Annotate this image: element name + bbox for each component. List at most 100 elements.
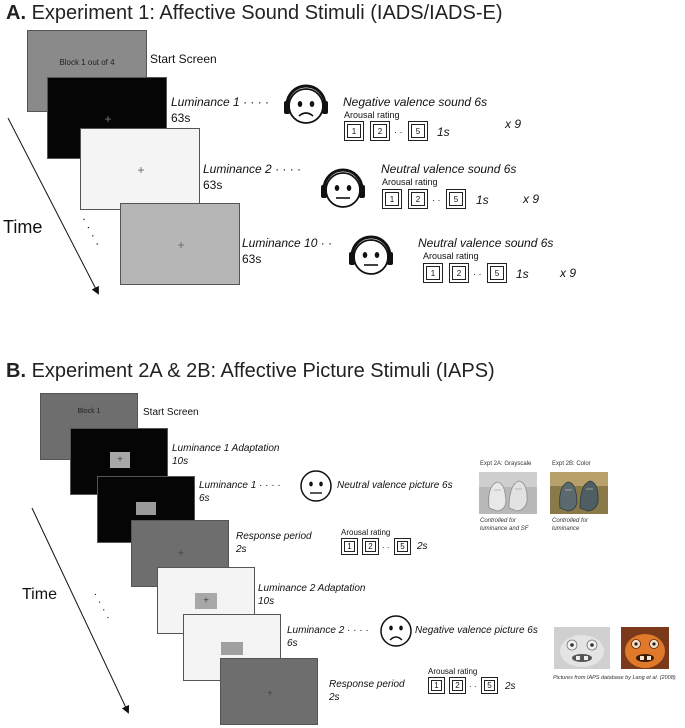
rating-button-2[interactable]: 2: [362, 538, 379, 555]
luminance-name: Luminance 2: [203, 162, 272, 176]
step-duration: 6s: [287, 638, 298, 649]
rating-button-2[interactable]: 2: [370, 121, 390, 141]
luminance-label: Luminance 10 · ·: [242, 236, 332, 250]
rating-button-2[interactable]: 2: [449, 677, 466, 694]
fixation-cross: +: [117, 454, 123, 466]
response-2-screen: +: [220, 658, 318, 725]
step-duration: 2s: [236, 544, 247, 555]
rating-ellipsis: · ·: [394, 127, 403, 137]
repeat-label: x 9: [505, 117, 522, 131]
rating-time: 2s: [417, 541, 428, 552]
leader-dots: · · · ·: [347, 625, 369, 636]
time-label-b: Time: [22, 586, 57, 603]
start-screen-b-text: Block 1: [77, 408, 101, 415]
rating-value: 1: [431, 680, 442, 691]
rating-value: 5: [449, 192, 463, 206]
rating-button-1[interactable]: 1: [423, 263, 443, 283]
step-label: Response period: [329, 679, 405, 690]
rating-value: 2: [373, 124, 387, 138]
arousal-rating-label: Arousal rating: [423, 251, 479, 261]
fixation-cross: +: [203, 595, 209, 607]
rating-time: 2s: [505, 681, 516, 692]
rating-button-5[interactable]: 5: [394, 538, 411, 555]
luminance-name: Luminance 10: [242, 236, 318, 250]
rating-ellipsis: · ·: [382, 543, 390, 552]
step-label: Luminance 2 Adaptation: [258, 583, 366, 594]
arousal-rating-label: Arousal rating: [428, 667, 478, 676]
luminance-name: Luminance 1: [171, 95, 240, 109]
rating-button-5[interactable]: 5: [408, 121, 428, 141]
step-duration: 10s: [258, 596, 275, 607]
grayscale-caption-2: luminance and SF: [480, 526, 529, 532]
fixation-cross: +: [137, 163, 145, 177]
luminance-label: Luminance 2 · · · ·: [203, 162, 301, 176]
headphone-face-neutral-icon: [321, 168, 365, 208]
rating-button-1[interactable]: 1: [428, 677, 445, 694]
step-label: Luminance 2 · · · ·: [287, 625, 369, 636]
step-name: Luminance 1: [199, 480, 257, 491]
rating-value: 1: [344, 541, 355, 552]
rating-value: 1: [347, 124, 361, 138]
rating-value: 5: [411, 124, 425, 138]
leader-dots: · · · ·: [275, 162, 302, 176]
rating-ellipsis: · ·: [473, 269, 482, 279]
rating-value: 5: [484, 680, 495, 691]
rating-value: 5: [490, 266, 504, 280]
step-label: Response period: [236, 531, 312, 542]
color-title: Expt 2B: Color: [552, 461, 591, 467]
color-caption-2: luminance: [552, 526, 580, 532]
time-label-a: Time: [3, 217, 43, 237]
rating-button-5[interactable]: 5: [487, 263, 507, 283]
arousal-rating-label: Arousal rating: [344, 110, 400, 120]
face-negative-icon: [380, 615, 412, 647]
rating-button-5[interactable]: 5: [446, 189, 466, 209]
fixation-cross: +: [177, 238, 185, 252]
rating-value: 1: [426, 266, 440, 280]
face-neutral-icon: [300, 470, 332, 502]
repeat-label: x 9: [560, 266, 577, 280]
picture-label: Negative valence picture 6s: [415, 625, 538, 636]
gray-patch: [110, 452, 130, 468]
rating-button-5[interactable]: 5: [481, 677, 498, 694]
rating-ellipsis: · ·: [432, 195, 441, 205]
panel-a-letter: A.: [6, 2, 26, 24]
headphone-face-negative-icon: [284, 84, 328, 124]
arousal-rating-label: Arousal rating: [382, 177, 438, 187]
start-screen-a-text: Block 1 out of 4: [59, 58, 115, 67]
rating-ellipsis: · ·: [469, 682, 477, 691]
rating-value: 2: [452, 680, 463, 691]
rating-button-1[interactable]: 1: [341, 538, 358, 555]
start-screen-a-label: Start Screen: [150, 52, 217, 66]
sound-label: Negative valence sound 6s: [343, 95, 488, 109]
step-duration: 10s: [172, 456, 189, 467]
rating-value: 1: [385, 192, 399, 206]
repeat-label: x 9: [523, 192, 540, 206]
grayscale-title: Expt 2A: Grayscale: [480, 461, 532, 467]
step-duration: 2s: [329, 692, 340, 703]
step-label: Luminance 1 · · · ·: [199, 480, 281, 491]
sound-label: Neutral valence sound 6s: [418, 236, 554, 250]
rating-value: 2: [365, 541, 376, 552]
rating-value: 2: [452, 266, 466, 280]
step-label: Luminance 1 Adaptation: [172, 443, 280, 454]
rating-button-1[interactable]: 1: [382, 189, 402, 209]
sound-label: Neutral valence sound 6s: [381, 162, 517, 176]
face-grayscale-image: [554, 627, 610, 669]
luminance-label: Luminance 1 · · · ·: [171, 95, 269, 109]
color-caption-1: Controlled for: [552, 518, 589, 524]
panel-b-letter: B.: [6, 360, 26, 382]
picture-label: Neutral valence picture 6s: [337, 480, 453, 491]
step-duration: 6s: [199, 493, 210, 504]
luminance-2-screen-a: +: [80, 128, 200, 210]
rating-button-2[interactable]: 2: [449, 263, 469, 283]
leader-dots: · · · ·: [243, 95, 270, 109]
duration-label: 63s: [203, 178, 223, 192]
rating-value: 5: [397, 541, 408, 552]
panel-b-title-text: Experiment 2A & 2B: Affective Picture St…: [31, 360, 495, 382]
rating-button-2[interactable]: 2: [408, 189, 428, 209]
shoes-color-image: [550, 472, 608, 514]
rating-button-1[interactable]: 1: [344, 121, 364, 141]
panel-a-title-text: Experiment 1: Affective Sound Stimuli (I…: [31, 2, 503, 24]
panel-a-title: A. Experiment 1: Affective Sound Stimuli…: [6, 2, 503, 25]
